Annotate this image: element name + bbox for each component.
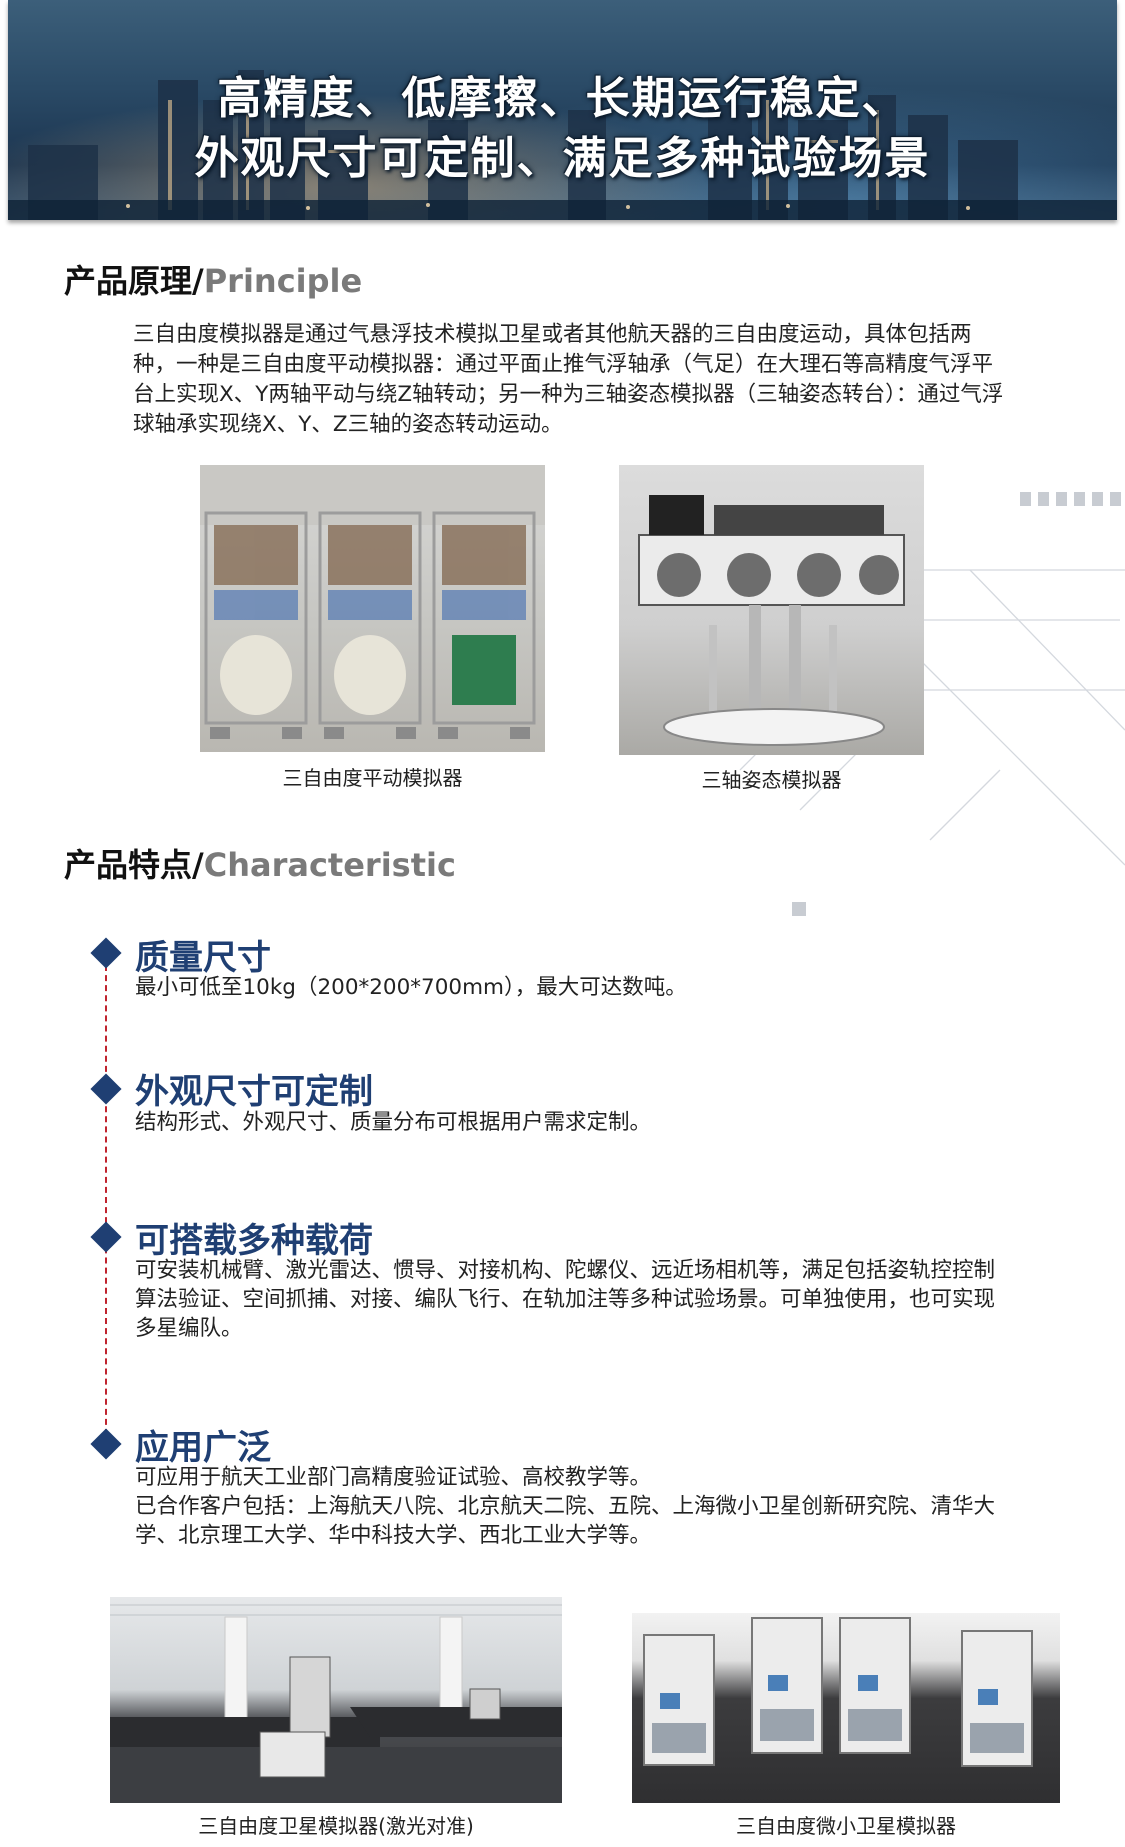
feature-title-customizable: 外观尺寸可定制	[135, 1072, 373, 1112]
feature-text-size: 最小可低至10kg（200*200*700mm），最大可达数吨。	[135, 975, 687, 1000]
principle-heading-cn: 产品原理/	[64, 262, 204, 300]
feature-text-applications-line2: 已合作客户包括：上海航天八院、北京航天二院、五院、上海微小卫星创新研究院、清华大…	[135, 1494, 996, 1548]
city-skyline-image	[8, 70, 1117, 220]
laser-alignment-simulator-photo	[110, 1597, 562, 1803]
feature-timeline-line	[105, 965, 107, 1435]
header-banner: 高精度、低摩擦、长期运行稳定、 外观尺寸可定制、满足多种试验场景	[8, 0, 1117, 220]
feature-text-payloads: 可安装机械臂、激光雷达、惯导、对接机构、陀螺仪、远近场相机等，满足包括姿轨控控制…	[135, 1258, 996, 1341]
feature-text-customizable: 结构形式、外观尺寸、质量分布可根据用户需求定制。	[135, 1110, 652, 1135]
attitude-simulator-caption: 三轴姿态模拟器	[701, 768, 842, 792]
feature-text-applications: 可应用于航天工业部门高精度验证试验、高校教学等。 已合作客户包括：上海航天八院、…	[135, 1463, 1015, 1550]
diamond-bullet-icon	[90, 1221, 122, 1253]
banner-headline-line1: 高精度、低摩擦、长期运行稳定、	[217, 73, 908, 124]
translation-simulator-caption: 三自由度平动模拟器	[282, 766, 463, 790]
banner-headline-line2: 外观尺寸可定制、满足多种试验场景	[194, 133, 931, 184]
feature-title-size: 质量尺寸	[135, 938, 271, 978]
micro-satellite-simulator-caption: 三自由度微小卫星模拟器	[736, 1814, 956, 1838]
principle-description: 三自由度模拟器是通过气悬浮技术模拟卫星或者其他航天器的三自由度运动，具体包括两种…	[133, 322, 1004, 437]
laser-alignment-simulator-caption: 三自由度卫星模拟器(激光对准)	[198, 1814, 474, 1838]
characteristic-heading-cn: 产品特点/	[64, 846, 204, 884]
diamond-bullet-icon	[90, 1428, 122, 1460]
diamond-bullet-icon	[90, 1073, 122, 1105]
characteristic-heading-en: Characteristic	[203, 846, 456, 884]
feature-title-payloads: 可搭载多种载荷	[135, 1221, 373, 1261]
principle-heading: 产品原理/Principle	[64, 256, 362, 302]
principle-heading-en: Principle	[203, 262, 363, 300]
feature-title-applications: 应用广泛	[135, 1428, 271, 1468]
characteristic-heading: 产品特点/Characteristic	[64, 840, 456, 886]
diamond-bullet-icon	[90, 937, 122, 969]
feature-text-applications-line1: 可应用于航天工业部门高精度验证试验、高校教学等。	[135, 1465, 652, 1490]
micro-satellite-simulator-photo	[632, 1613, 1060, 1803]
translation-simulator-photo	[200, 465, 545, 752]
attitude-simulator-photo	[619, 465, 924, 755]
